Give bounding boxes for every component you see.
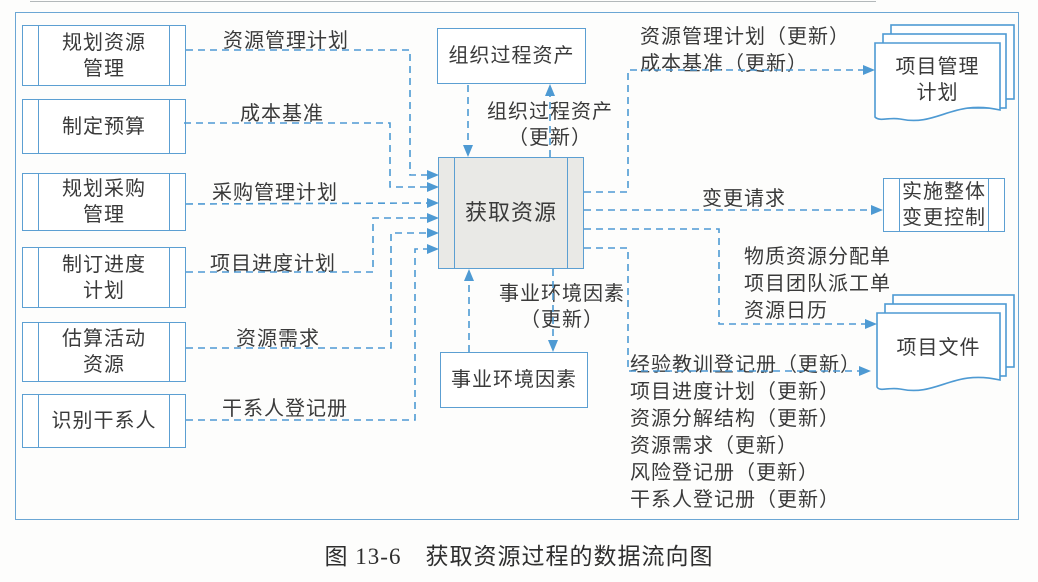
- flow-label-line: 事业环境因素: [499, 283, 625, 305]
- process-box-line: 管理: [83, 204, 125, 226]
- box-enterprise-environmental-factors: 事业环境因素: [440, 352, 588, 408]
- process-box-develop-schedule: 制订进度 计划: [22, 247, 186, 308]
- flow-label-stakeholder-register-update: 干系人登记册（更新）: [630, 489, 840, 511]
- document-project-documents: 项目文件: [877, 315, 1000, 381]
- process-box-plan-resource-management: 规划资源 管理: [22, 25, 186, 86]
- process-box-line: 资源: [83, 354, 125, 376]
- flow-label-line: 组织过程资产: [487, 101, 613, 123]
- process-box-line: 规划资源: [62, 31, 146, 54]
- flow-label-risk-register-update: 风险登记册（更新）: [630, 462, 819, 484]
- flow-label-opa-updates: 组织过程资产 （更新）: [470, 99, 630, 151]
- diagram-border: [15, 12, 1019, 520]
- document-label-line: 计划: [916, 82, 959, 104]
- flow-label-line: （更新）: [520, 309, 604, 331]
- box-organizational-process-assets: 组织过程资产: [437, 28, 586, 84]
- flow-label-resource-management-plan-update: 资源管理计划（更新）: [640, 26, 850, 48]
- process-box-line: 制定预算: [62, 115, 146, 138]
- flow-label-procurement-management-plan: 采购管理计划: [212, 182, 338, 204]
- flow-label-project-team-assignments: 项目团队派工单: [744, 273, 891, 295]
- process-box-acquire-resources: 获取资源: [438, 157, 584, 269]
- flow-label-resource-breakdown-structure-update: 资源分解结构（更新）: [630, 408, 840, 430]
- flow-label-cost-baseline: 成本基准: [240, 103, 324, 125]
- figure-caption: 图 13-6 获取资源过程的数据流向图: [324, 544, 714, 569]
- process-box-line: 制订进度: [62, 253, 146, 276]
- flow-label-stakeholder-register: 干系人登记册: [222, 398, 348, 420]
- process-box-line: 变更控制: [902, 207, 986, 229]
- flow-label-resource-calendars: 资源日历: [744, 300, 828, 322]
- process-box-line: 获取资源: [464, 200, 557, 225]
- scan-artifact-line: [30, 1, 876, 2]
- process-box-identify-stakeholders: 识别干系人: [22, 394, 186, 448]
- flow-label-resource-requirements: 资源需求: [236, 328, 320, 350]
- flow-label-project-schedule: 项目进度计划: [210, 253, 336, 275]
- flow-label-change-request: 变更请求: [702, 188, 786, 210]
- process-box-line: 估算活动: [62, 328, 146, 350]
- flow-label-project-schedule-update: 项目进度计划（更新）: [630, 381, 840, 403]
- process-box-determine-budget: 制定预算: [22, 99, 186, 154]
- process-box-line: 计划: [83, 279, 125, 302]
- flow-label-lessons-learned-register-update: 经验教训登记册（更新）: [630, 354, 861, 376]
- flow-label-resource-requirements-update: 资源需求（更新）: [630, 435, 798, 457]
- document-project-management-plan: 项目管理 计划: [875, 45, 1000, 115]
- flow-label-line: （更新）: [508, 127, 592, 149]
- document-label-line: 项目文件: [896, 337, 981, 359]
- box-label: 事业环境因素: [451, 369, 577, 391]
- document-label-line: 项目管理: [895, 56, 980, 78]
- process-box-line: 规划采购: [62, 178, 146, 200]
- process-box-line: 识别干系人: [51, 410, 157, 432]
- box-label: 组织过程资产: [448, 45, 575, 67]
- process-box-perform-integrated-change-control: 实施整体 变更控制: [883, 178, 1005, 232]
- process-box-plan-procurement-management: 规划采购 管理: [22, 173, 186, 231]
- flow-label-cost-baseline-update: 成本基准（更新）: [640, 53, 808, 75]
- process-box-line: 实施整体: [902, 181, 986, 203]
- process-box-line: 管理: [83, 57, 125, 80]
- flow-label-physical-resource-assignments: 物质资源分配单: [744, 246, 891, 268]
- flow-label-eef-updates: 事业环境因素 （更新）: [482, 281, 642, 333]
- process-box-estimate-activity-resources: 估算活动 资源: [22, 322, 186, 382]
- flow-label-resource-management-plan: 资源管理计划: [223, 30, 349, 52]
